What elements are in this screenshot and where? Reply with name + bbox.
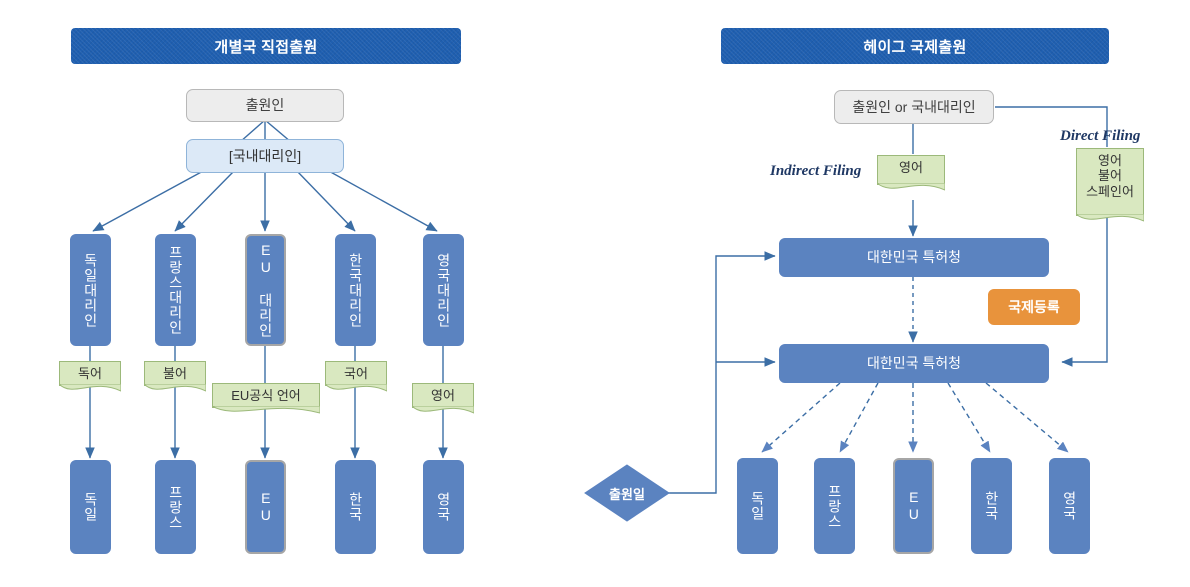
right-office-eu-label: EU bbox=[905, 489, 922, 523]
left-office-uk-label: 영국 bbox=[435, 492, 452, 522]
left-agent-france[interactable]: 프랑스대리인 bbox=[155, 234, 196, 346]
indirect-filing-label: Indirect Filing bbox=[770, 163, 862, 179]
right-office-uk[interactable]: 영국 bbox=[1049, 458, 1090, 554]
direct-filing-label: Direct Filing bbox=[1060, 128, 1141, 144]
left-office-korea-label: 한국 bbox=[347, 492, 364, 522]
left-office-korea[interactable]: 한국 bbox=[335, 460, 376, 554]
left-language-note-french: 불어 bbox=[144, 361, 206, 392]
left-office-eu-label: EU bbox=[257, 490, 274, 524]
right-office-korea[interactable]: 한국 bbox=[971, 458, 1012, 554]
left-agent-korea-label: 한국대리인 bbox=[347, 252, 364, 328]
left-language-note-english: 영어 bbox=[412, 383, 474, 414]
panel-left-title: 개별국 직접출원 bbox=[71, 28, 461, 64]
right-office-eu[interactable]: EU bbox=[893, 458, 934, 554]
left-applicant-box[interactable]: 출원인 bbox=[186, 89, 344, 122]
panel-right-title: 헤이그 국제출원 bbox=[721, 28, 1109, 64]
left-agent-eu[interactable]: EU 대리인 bbox=[245, 234, 286, 346]
left-office-france-label: 프랑스 bbox=[167, 484, 184, 530]
right-applicant-box[interactable]: 출원인 or 국내대리인 bbox=[834, 90, 994, 124]
left-language-note-korean: 국어 bbox=[325, 361, 387, 392]
left-office-france[interactable]: 프랑스 bbox=[155, 460, 196, 554]
right-office-france-label: 프랑스 bbox=[826, 483, 843, 529]
left-agent-uk[interactable]: 영국대리인 bbox=[423, 234, 464, 346]
left-office-uk[interactable]: 영국 bbox=[423, 460, 464, 554]
right-office-uk-label: 영국 bbox=[1061, 491, 1078, 521]
right-note-indirect-language: 영어 bbox=[877, 155, 945, 191]
right-office-korea-label: 한국 bbox=[983, 491, 1000, 521]
left-agent-germany[interactable]: 독일대리인 bbox=[70, 234, 111, 346]
filing-date-diamond[interactable]: 출원일 bbox=[584, 464, 670, 522]
filing-date-label: 출원일 bbox=[609, 486, 645, 502]
left-office-eu[interactable]: EU bbox=[245, 460, 286, 554]
right-note-direct-languages: 영어 불어 스페인어 bbox=[1076, 148, 1144, 222]
left-agent-france-label: 프랑스대리인 bbox=[167, 245, 184, 335]
diamond-shape-icon bbox=[584, 464, 670, 522]
left-office-germany-label: 독일 bbox=[82, 492, 99, 522]
left-language-note-eu: EU공식 언어 bbox=[212, 383, 320, 414]
right-office-kipo-first[interactable]: 대한민국 특허청 bbox=[779, 238, 1049, 277]
left-agent-uk-label: 영국대리인 bbox=[435, 252, 452, 328]
international-registration-badge: 국제등록 bbox=[988, 289, 1080, 325]
right-office-kipo-second[interactable]: 대한민국 특허청 bbox=[779, 344, 1049, 383]
left-agent-eu-label: EU 대리인 bbox=[257, 242, 274, 338]
right-office-germany-label: 독일 bbox=[749, 491, 766, 521]
left-agent-germany-label: 독일대리인 bbox=[82, 252, 99, 328]
left-domestic-agent-box[interactable]: [국내대리인] bbox=[186, 139, 344, 173]
left-agent-korea[interactable]: 한국대리인 bbox=[335, 234, 376, 346]
right-office-france[interactable]: 프랑스 bbox=[814, 458, 855, 554]
left-office-germany[interactable]: 독일 bbox=[70, 460, 111, 554]
left-language-note-german: 독어 bbox=[59, 361, 121, 392]
right-office-germany[interactable]: 독일 bbox=[737, 458, 778, 554]
